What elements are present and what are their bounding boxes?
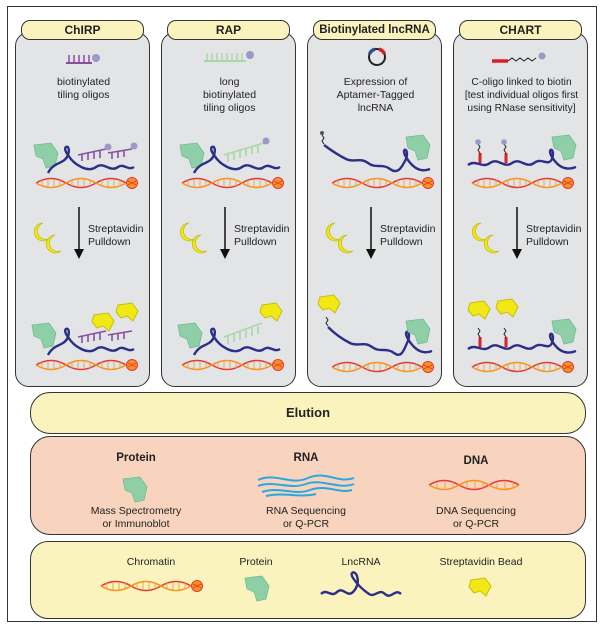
detection-heading-protein: Protein [116,452,156,464]
elution-bar: Elution [30,392,586,434]
complex-after-illustration [177,302,285,372]
pulldown-label: Streptavidin Pulldown [234,223,290,248]
panel-title: CHART [459,20,582,40]
method-description: C-oligo linked to biotin [test individua… [464,77,579,114]
chromatin-legend-icon [100,579,204,593]
panel-title: ChIRP [21,20,144,40]
streptavidin-bead-icon [471,222,500,254]
legend-label-protein: Protein [239,556,273,568]
panel-title: RAP [167,20,290,40]
pulldown-arrow [74,207,84,259]
legend-label-lncrna: LncRNA [341,556,381,568]
streptavidin-bead-icon [325,222,354,254]
panel-biotinylated-lncrna: Biotinylated lncRNA Expression of Aptame… [307,20,442,387]
pulldown-label: Streptavidin Pulldown [88,223,144,248]
complex-after-illustration [31,302,139,372]
pulldown-label: Streptavidin Pulldown [526,223,582,248]
protein-icon [122,476,148,503]
legend-label-chromatin: Chromatin [126,556,176,568]
detection-panel: Protein Mass Spectrometry or Immunoblot … [30,436,586,535]
complex-after-illustration [467,298,577,374]
pulldown-label: Streptavidin Pulldown [380,223,436,248]
detection-heading-rna: RNA [293,452,319,464]
method-description: biotinylated tiling oligos [56,76,111,101]
plasmid-icon [367,47,387,66]
complex-before-illustration [320,131,435,190]
complex-before-illustration [179,137,285,190]
complex-before-illustration [467,134,577,190]
biotinylated-oligo-icon [66,54,100,64]
streptavidin-bead-legend-icon [468,577,492,597]
method-description: Expression of Aptamer-Tagged lncRNA [336,76,415,114]
pulldown-arrow [512,207,522,259]
panel-rap: RAP long biotinylated tiling oligos Stre… [161,20,296,387]
rna-strands-icon [257,474,355,497]
panel-chart: CHART C-oligo linked to biotin [test ind… [453,20,588,387]
pulldown-arrow [220,207,230,259]
detection-heading-dna: DNA [463,455,489,467]
streptavidin-bead-icon [33,222,62,254]
long-biotinylated-oligo-icon [204,51,254,62]
c-oligo-icon [492,52,546,63]
detection-method-dna: DNA Sequencing or Q-PCR [436,505,516,530]
method-description: long biotinylated tiling oligos [202,76,257,114]
lncrna-legend-icon [320,571,402,597]
panel-chirp: ChIRP biotinylated tiling oligos Strepta… [15,20,150,387]
complex-after-illustration [317,294,435,374]
pulldown-arrow [366,207,376,259]
dna-helix-icon [428,479,520,491]
detection-method-protein: Mass Spectrometry or Immunoblot [90,505,182,530]
complex-before-illustration [33,142,139,190]
detection-method-rna: RNA Sequencing or Q-PCR [266,505,346,530]
figure-frame: ChIRP biotinylated tiling oligos Strepta… [7,6,597,622]
protein-legend-icon [244,575,270,602]
legend-panel: Chromatin Protein LncRNA Streptavidin Be… [30,541,586,619]
panel-title: Biotinylated lncRNA [313,20,436,40]
legend-label-streptavidin-bead: Streptavidin Bead [439,556,523,568]
streptavidin-bead-icon [179,222,208,254]
